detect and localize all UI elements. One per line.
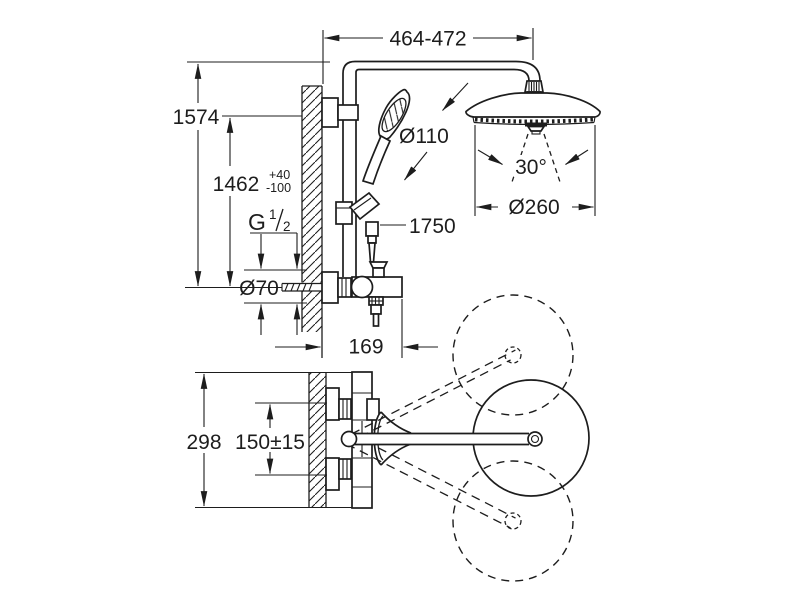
dimension-arm-reach: 464-472 (323, 28, 533, 51)
dimension-hose-length-label: 1750 (409, 215, 456, 238)
thread-label-g: G (248, 209, 266, 235)
swivel-joint-lower (504, 512, 522, 530)
hand-shower-face-icon (381, 97, 407, 133)
shower-arm-top (340, 430, 543, 448)
hand-shower-handle (361, 134, 392, 186)
dimension-connection-distance: 150±15 (235, 402, 327, 476)
dimension-projection-label: 169 (348, 336, 383, 359)
shower-hose-connector (365, 221, 379, 263)
hand-shower (361, 88, 411, 186)
dimension-total-height-label: 1574 (173, 106, 220, 129)
wall-section-top-icon (308, 372, 327, 508)
dimension-hose-length: 1750 (380, 215, 456, 238)
dimension-hand-shower-label: Ø110 (399, 125, 449, 148)
dimension-total-height: 1574 (173, 63, 220, 287)
dimension-escutcheon: Ø70 (239, 269, 307, 335)
swivel-position-upper (452, 294, 574, 416)
holder-bracket-top (366, 398, 380, 421)
dimension-head-shower: Ø260 (474, 125, 596, 219)
dimension-body-width-label: 298 (186, 431, 221, 454)
arm-joint-top (527, 431, 543, 447)
valve-pivot (350, 275, 374, 299)
dimension-projection: 169 (275, 299, 438, 359)
spray-nozzles-icon (474, 117, 594, 124)
dimension-arm-reach-label: 464-472 (389, 28, 466, 51)
dimension-spray-angle-label: 30° (515, 156, 547, 179)
dimension-escutcheon-label: Ø70 (239, 277, 279, 300)
hand-shower-holder (335, 191, 381, 225)
shower-arm-outer (342, 60, 541, 277)
dimension-head-shower-label: Ø260 (508, 196, 559, 219)
tolerance-plus-label: +40 (269, 168, 290, 182)
dimension-hand-shower: Ø110 (399, 82, 469, 181)
tolerance-minus-label: -100 (266, 181, 291, 195)
rail-pivot-top (340, 430, 358, 448)
dimension-spray-angle: 30° (477, 133, 589, 183)
swivel-position-lower (452, 460, 574, 582)
side-elevation-view: 464-472 1574 1462 +40 -100 G 1 2 (173, 28, 601, 359)
diverter-knob (368, 296, 384, 327)
thread-label-numerator: 1 (269, 207, 277, 222)
union-nut (337, 277, 352, 298)
dimension-mount-height: 1462 +40 -100 (213, 117, 291, 287)
wall-section-icon (301, 85, 323, 358)
swivel-range (346, 294, 574, 582)
dimension-mount-height-label: 1462 (213, 173, 260, 196)
shower-arm-inner (355, 68, 530, 277)
valve-escutcheon (321, 271, 339, 304)
dimension-body-width: 298 (186, 371, 352, 509)
dimension-connection-distance-label: 150±15 (235, 431, 305, 454)
head-shower (465, 92, 601, 135)
union-escutcheons-top (325, 387, 352, 491)
supply-connection (281, 282, 322, 292)
top-view: 298 150±15 (186, 294, 590, 582)
thread-label-denominator: 2 (283, 219, 291, 234)
dimension-thread: G 1 2 (248, 207, 301, 270)
valve-handle-top (368, 261, 389, 269)
shower-arm-and-rail (342, 60, 541, 277)
swivel-joint-upper (504, 346, 522, 364)
wall-bracket (321, 97, 359, 128)
thermostat-valve (321, 261, 403, 327)
